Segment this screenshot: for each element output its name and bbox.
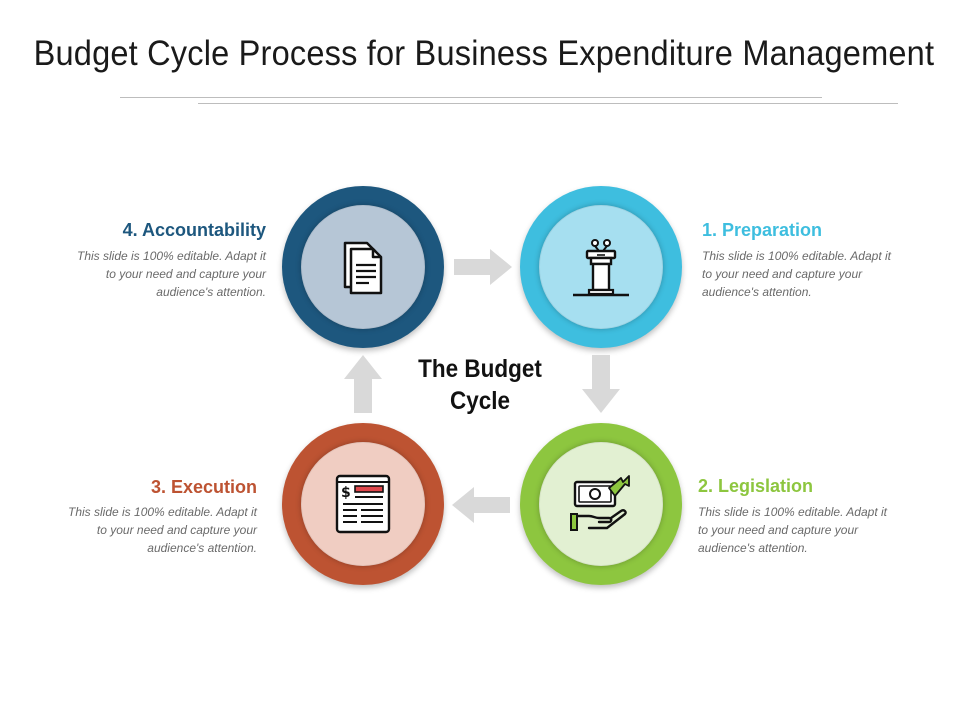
execution-title: 3. Execution	[150, 477, 257, 497]
arrow-left-icon	[452, 487, 510, 523]
arrow-right-icon	[454, 249, 512, 285]
preparation-inner-circle	[539, 205, 663, 329]
accountability-description: This slide is 100% editable. Adapt it to…	[77, 249, 266, 299]
center-label-line2: Cycle	[449, 387, 511, 415]
preparation-circle	[520, 186, 682, 348]
arrow-down-icon	[582, 355, 620, 413]
legislation-circle	[520, 423, 682, 585]
legislation-inner-circle	[539, 442, 663, 566]
invoice-icon: $	[335, 474, 391, 534]
title-divider-top	[120, 97, 822, 98]
svg-text:$: $	[341, 485, 351, 501]
accountability-circle	[282, 186, 444, 348]
documents-icon	[343, 241, 383, 295]
legislation-title: 2. Legislation	[698, 476, 814, 496]
execution-inner-circle: $	[301, 442, 425, 566]
execution-description: This slide is 100% editable. Adapt it to…	[68, 505, 257, 555]
preparation-title: 1. Preparation	[702, 220, 823, 240]
execution-circle: $	[282, 423, 444, 585]
slide-title: Budget Cycle Process for Business Expend…	[33, 34, 935, 73]
arrow-up-icon	[344, 355, 382, 413]
center-label: The Budget Cycle	[408, 353, 552, 417]
money-hand-icon	[570, 475, 630, 531]
title-divider-bottom	[198, 103, 898, 104]
center-label-line1: The Budget	[418, 355, 542, 383]
podium-icon	[573, 239, 629, 297]
accountability-inner-circle	[301, 205, 425, 329]
accountability-title: 4. Accountability	[122, 220, 266, 240]
preparation-description: This slide is 100% editable. Adapt it to…	[702, 249, 891, 299]
legislation-description: This slide is 100% editable. Adapt it to…	[698, 505, 887, 555]
